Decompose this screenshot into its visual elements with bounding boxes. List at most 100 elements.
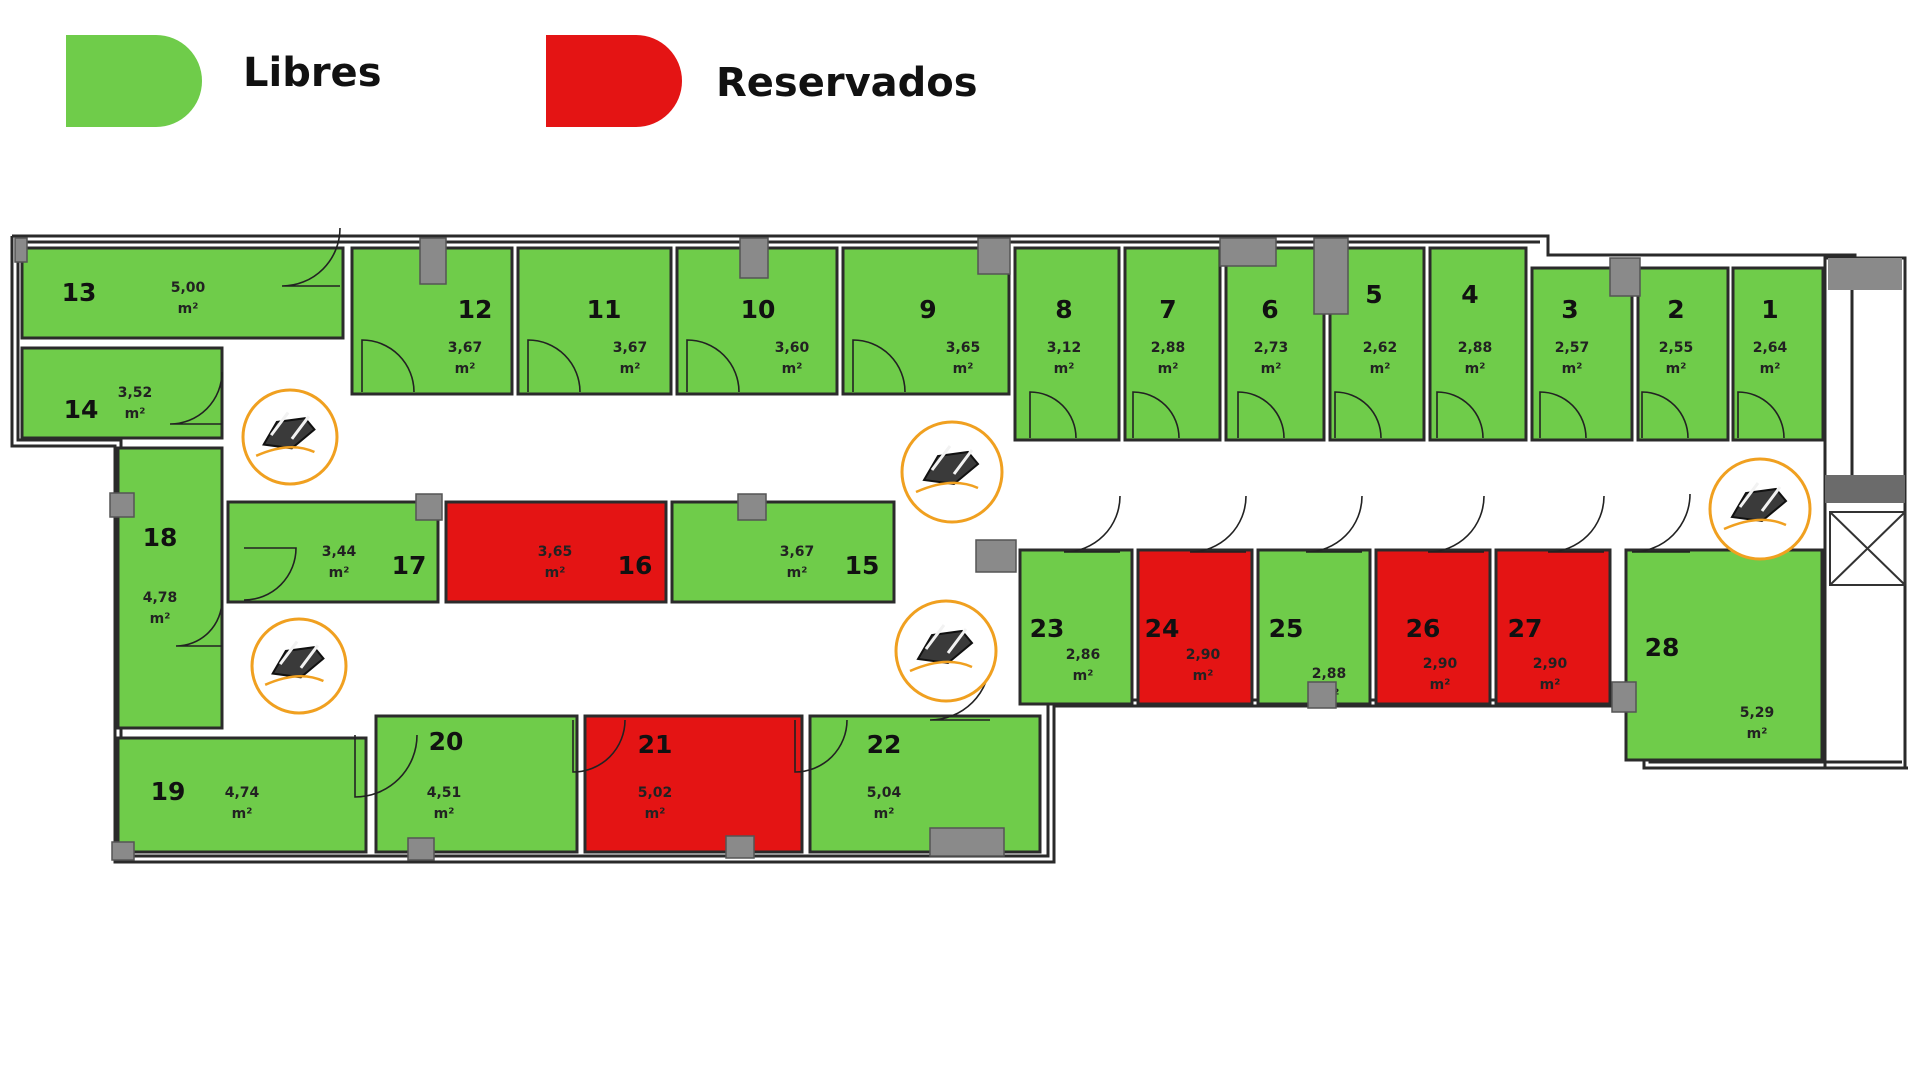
storage-unit-20-free[interactable]	[374, 714, 579, 854]
storage-unit-13-free[interactable]	[20, 246, 345, 340]
storage-unit-area: 3,67	[448, 340, 483, 356]
doors	[169, 227, 1785, 798]
storage-unit-2-free[interactable]	[1636, 266, 1730, 442]
storage-unit-number: 25	[1269, 614, 1304, 643]
pillar	[975, 539, 1017, 573]
trolley-icon	[250, 617, 348, 715]
storage-unit-15-free[interactable]	[670, 500, 896, 604]
storage-unit-19-free[interactable]	[116, 736, 368, 854]
storage-unit-21-reserved[interactable]	[583, 714, 804, 854]
pillar	[1307, 681, 1337, 709]
storage-unit-25-free[interactable]	[1256, 548, 1372, 706]
storage-unit-6-free[interactable]	[1224, 246, 1326, 442]
storage-unit-area-unit: m²	[329, 565, 350, 581]
storage-unit-number: 10	[741, 295, 776, 324]
pillar	[407, 837, 435, 861]
storage-unit-area-unit: m²	[874, 806, 895, 822]
storage-unit-18-free[interactable]	[116, 446, 224, 730]
door	[1436, 391, 1484, 439]
legend-item-reserved: Reservados	[546, 35, 978, 127]
storage-unit-number: 7	[1159, 295, 1176, 324]
stairwell-top-block	[1828, 258, 1902, 290]
storage-unit-area: 4,74	[225, 785, 260, 801]
storage-unit-area-unit: m²	[953, 361, 974, 377]
pillar	[737, 493, 767, 521]
storage-unit-area-unit: m²	[1747, 726, 1768, 742]
pillar	[977, 237, 1011, 275]
storage-unit-24-reserved[interactable]	[1136, 548, 1254, 706]
storage-unit-area: 2,88	[1312, 666, 1347, 682]
storage-unit-number: 14	[64, 395, 99, 424]
storage-unit-4-free[interactable]	[1428, 246, 1528, 442]
storage-unit-area-unit: m²	[1465, 361, 1486, 377]
storage-unit-area-unit: m²	[1193, 668, 1214, 684]
door	[1641, 391, 1689, 439]
storage-unit-area: 2,88	[1458, 340, 1493, 356]
storage-unit-1-free[interactable]	[1731, 266, 1825, 442]
legend-item-free: Libres	[66, 35, 382, 127]
storage-unit-number: 18	[143, 523, 178, 552]
trolley-icon-handle	[1738, 482, 1782, 512]
trolley-icon-swoosh	[915, 481, 979, 494]
storage-unit-11-free[interactable]	[516, 246, 673, 396]
storage-unit-area: 4,78	[143, 590, 178, 606]
trolley-icon	[1708, 457, 1812, 561]
storage-unit-area-unit: m²	[178, 301, 199, 317]
storage-unit-16-reserved[interactable]	[444, 500, 668, 604]
storage-unit-area: 5,04	[867, 785, 902, 801]
trolley-icon-swoosh	[909, 660, 973, 673]
storage-unit-number: 11	[587, 295, 622, 324]
storage-unit-area-unit: m²	[455, 361, 476, 377]
storage-units: 12,64m²22,55m²32,57m²42,88m²52,62m²62,73…	[20, 246, 1825, 854]
storage-unit-area: 2,88	[1151, 340, 1186, 356]
storage-unit-8-free[interactable]	[1013, 246, 1121, 442]
storage-unit-14-free[interactable]	[20, 346, 224, 440]
storage-unit-27-reserved[interactable]	[1494, 548, 1612, 706]
storage-unit-23-free[interactable]	[1018, 548, 1134, 706]
storage-unit-area: 4,51	[427, 785, 462, 801]
storage-unit-area: 2,57	[1555, 340, 1590, 356]
storage-unit-area: 5,29	[1740, 705, 1775, 721]
door	[1305, 495, 1363, 553]
storage-unit-area: 3,65	[538, 544, 573, 560]
storage-unit-number: 6	[1261, 295, 1278, 324]
outer-walls	[10, 234, 1908, 864]
legend-label-free: Libres	[243, 50, 382, 96]
storage-unit-area: 3,65	[946, 340, 981, 356]
door	[572, 719, 626, 773]
pillar	[109, 492, 135, 518]
storage-unit-17-free[interactable]	[226, 500, 440, 604]
storage-unit-number: 8	[1055, 295, 1072, 324]
pillar	[415, 493, 443, 521]
storage-unit-area-unit: m²	[1562, 361, 1583, 377]
storage-unit-number: 22	[867, 730, 902, 759]
storage-unit-7-free[interactable]	[1123, 246, 1222, 442]
pillar	[739, 237, 769, 279]
storage-unit-28-free[interactable]	[1624, 548, 1824, 762]
door	[794, 719, 848, 773]
storage-unit-number: 19	[151, 777, 186, 806]
storage-unit-26-reserved[interactable]	[1374, 548, 1492, 706]
